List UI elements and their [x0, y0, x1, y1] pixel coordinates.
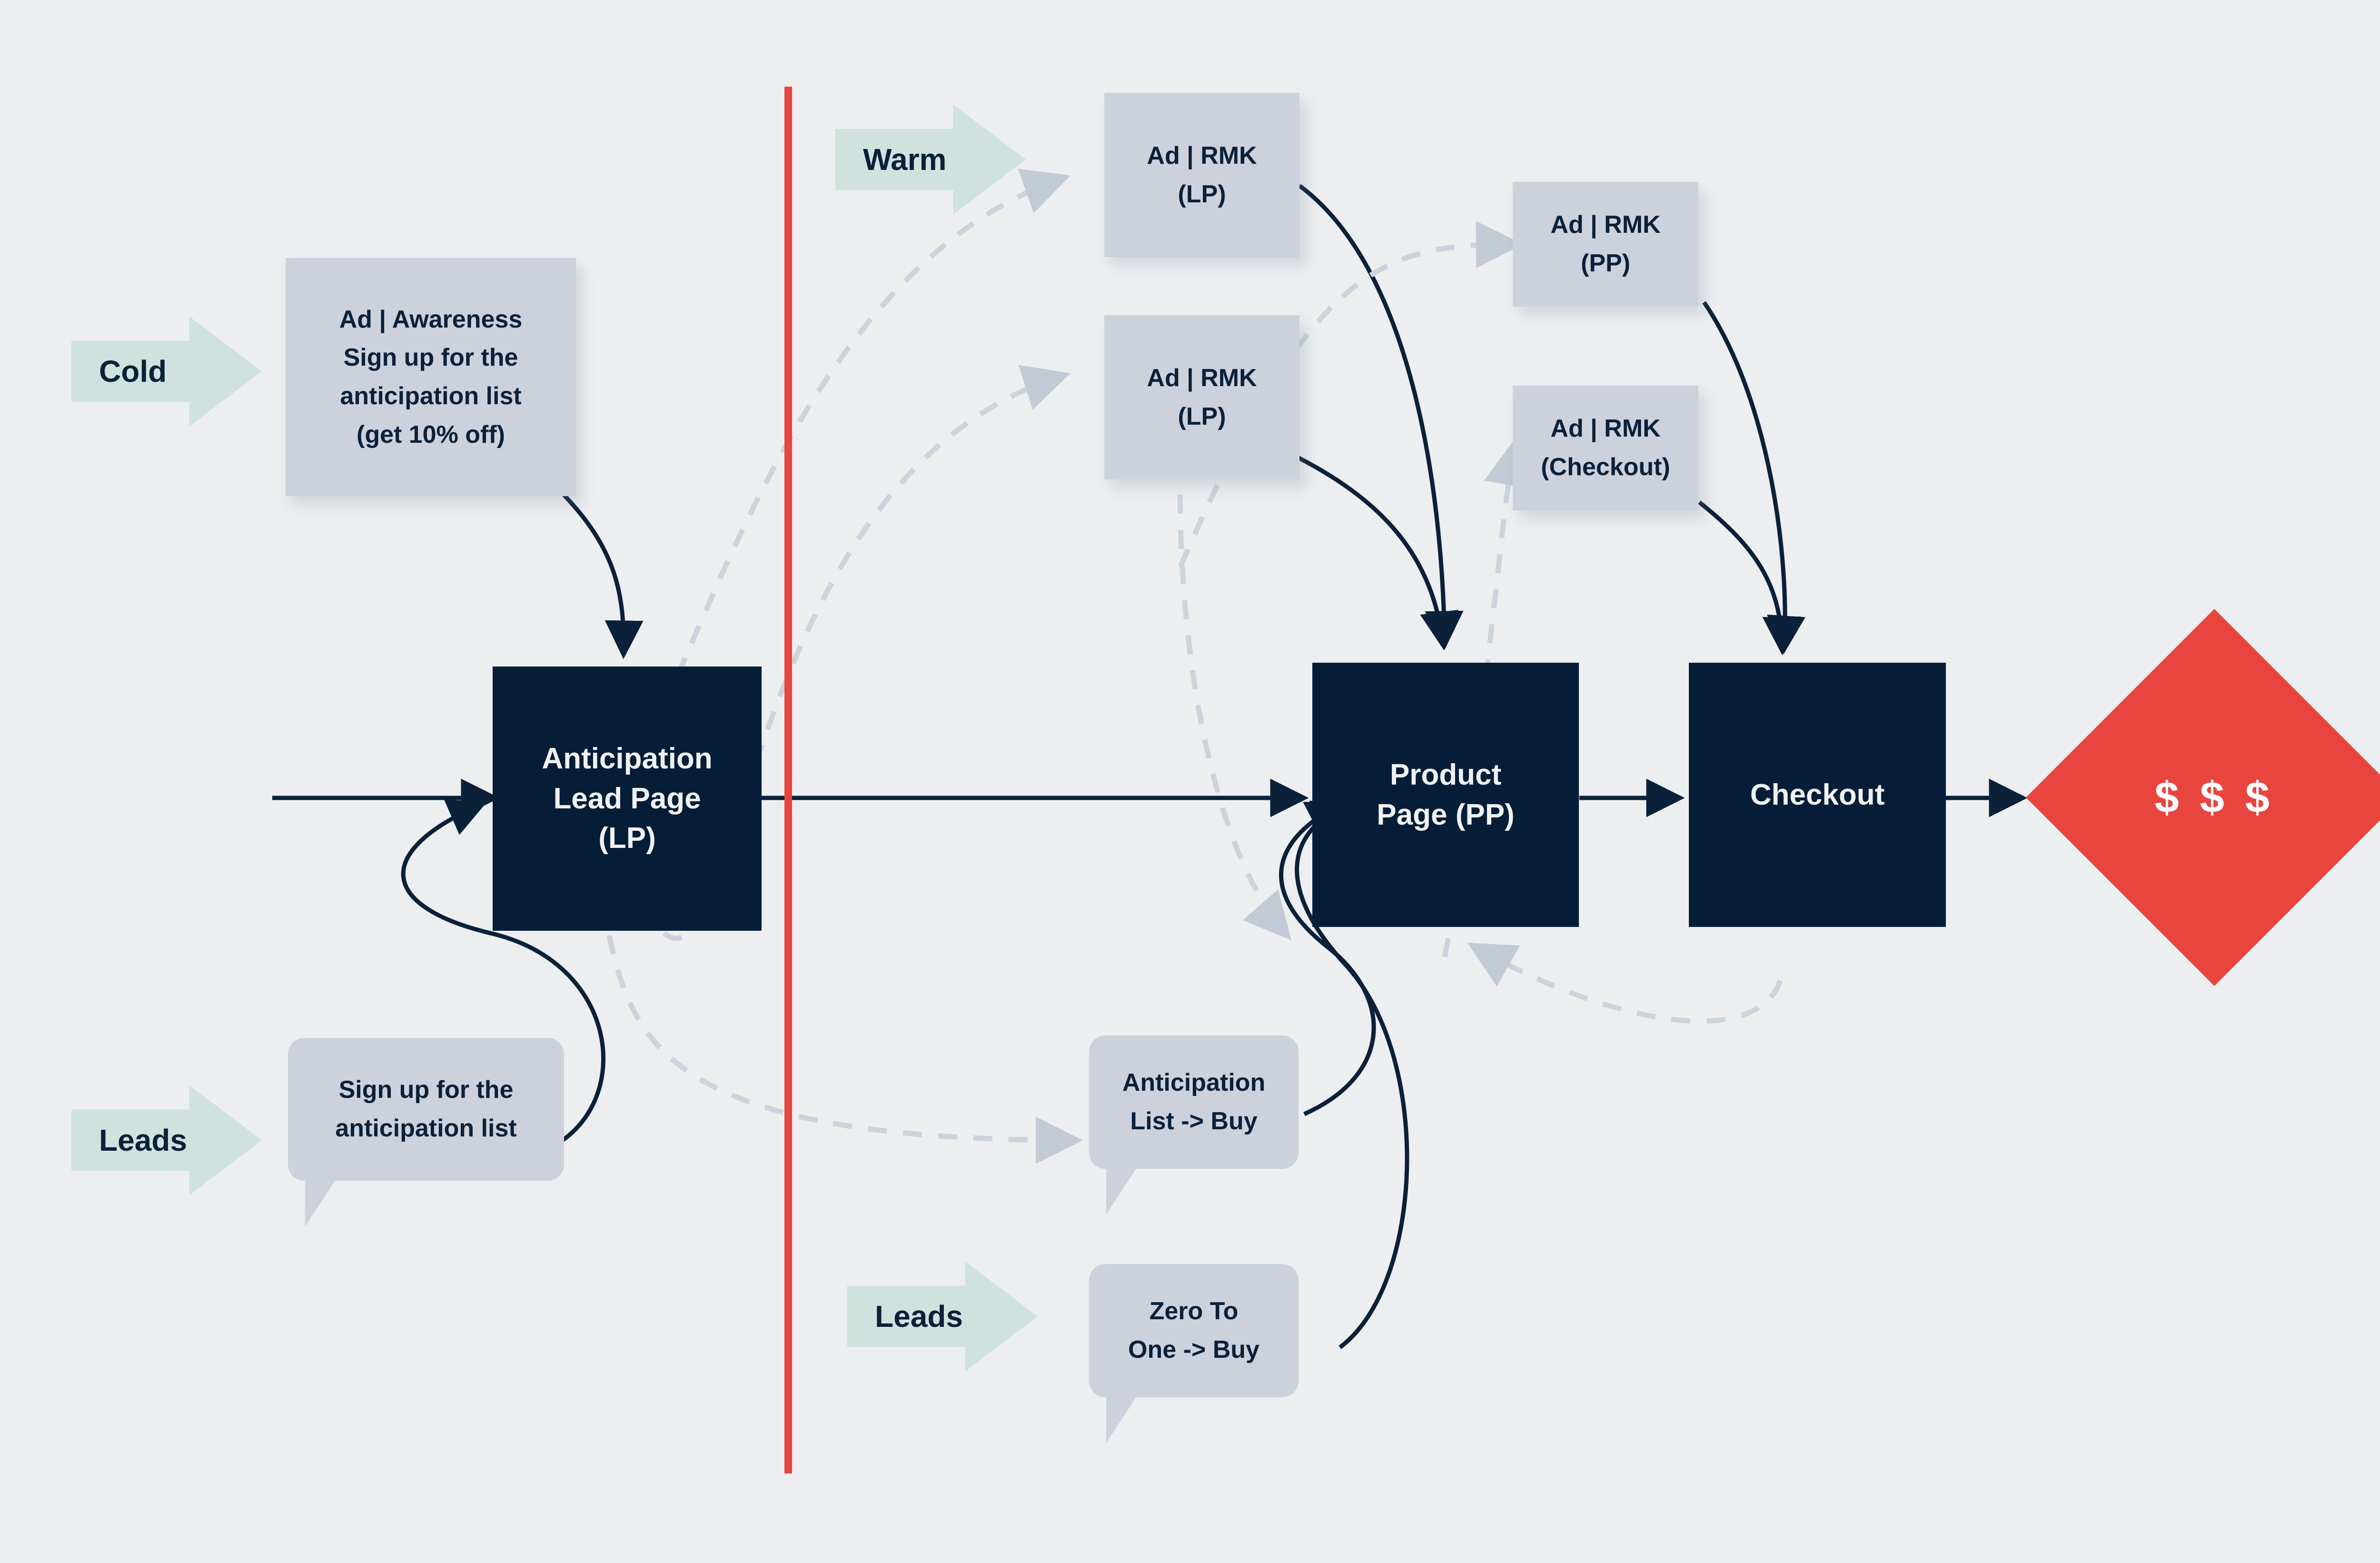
ad-card-rmk-pp-line-1: Ad | RMK: [1550, 211, 1661, 239]
bubble-signup-line-2: anticipation list: [335, 1115, 517, 1142]
money-diamond[interactable]: $ $ $: [2026, 609, 2380, 986]
bubble-anticipation-tail: [1106, 1168, 1137, 1215]
ad-card-awareness-line-3: anticipation list: [340, 382, 522, 410]
audience-arrow-leads-1[interactable]: Leads: [71, 1085, 262, 1195]
process-lp-line-1: Anticipation: [542, 742, 713, 775]
process-checkout[interactable]: Checkout: [1689, 663, 1946, 927]
audience-arrow-warm[interactable]: Warm: [835, 105, 1026, 214]
ad-card-rmk-pp[interactable]: Ad | RMK (PP): [1513, 182, 1698, 307]
stage-divider: [784, 87, 792, 1473]
process-pp-line-2: Page (PP): [1377, 798, 1515, 831]
process-checkout-line-1: Checkout: [1750, 778, 1885, 811]
bubble-zero-to-one[interactable]: Zero To One -> Buy: [1089, 1264, 1299, 1443]
process-lp-line-3: (LP): [598, 822, 656, 855]
ad-card-rmk-lp-2[interactable]: Ad | RMK (LP): [1104, 315, 1299, 479]
edge-rmk-checkout-to-checkout: [1698, 500, 1801, 656]
bubble-anticipation-line-2: List -> Buy: [1130, 1107, 1258, 1135]
ad-card-rmk-lp-2-line-1: Ad | RMK: [1147, 364, 1257, 392]
bubble-zero-to-one-line-2: One -> Buy: [1128, 1336, 1259, 1364]
ad-card-awareness-line-2: Sign up for the: [343, 344, 518, 372]
process-pp-line-1: Product: [1389, 758, 1502, 791]
edge-rmk-lp2-to-pp: [1296, 455, 1458, 651]
ad-card-awareness-line-4: (get 10% off): [357, 420, 505, 448]
money-diamond-label: $ $ $: [2154, 773, 2274, 822]
ad-card-rmk-checkout-line-2: (Checkout): [1541, 453, 1670, 481]
edge-rmk-pp-to-checkout: [1702, 301, 1805, 655]
edge-checkout-to-pp-loop: [1467, 943, 1783, 1024]
bubble-anticipation-list[interactable]: Anticipation List -> Buy: [1089, 1035, 1299, 1215]
bubble-signup[interactable]: Sign up for the anticipation list: [288, 1038, 564, 1226]
ad-card-rmk-lp-1-line-2: (LP): [1178, 180, 1226, 208]
bubble-signup-line-1: Sign up for the: [338, 1076, 514, 1104]
bubble-zero-to-one-line-1: Zero To: [1149, 1297, 1239, 1325]
bubble-signup-tail: [305, 1180, 336, 1226]
audience-arrow-cold[interactable]: Cold: [71, 317, 262, 426]
audience-arrow-leads-2-label: Leads: [875, 1299, 963, 1334]
ad-card-rmk-checkout-line-1: Ad | RMK: [1550, 415, 1661, 443]
ad-card-rmk-pp-line-2: (PP): [1581, 249, 1630, 277]
audience-arrow-cold-label: Cold: [99, 354, 167, 388]
edge-lp-to-anticipation-bubble: [606, 935, 1083, 1164]
bubble-anticipation-line-1: Anticipation: [1122, 1069, 1266, 1097]
edge-rmk-lp1-to-pp: [1298, 184, 1464, 650]
edge-rmk-lp2-dashed-down: [1177, 459, 1292, 940]
ad-card-rmk-lp-1-line-1: Ad | RMK: [1147, 141, 1257, 169]
edge-awareness-to-lp: [562, 493, 644, 659]
audience-arrow-leads-1-label: Leads: [99, 1123, 187, 1157]
process-lp-line-2: Lead Page: [553, 782, 701, 815]
ad-card-rmk-lp-2-line-2: (LP): [1178, 402, 1226, 430]
process-anticipation-lead-page[interactable]: Anticipation Lead Page (LP): [493, 667, 762, 931]
ad-card-rmk-checkout[interactable]: Ad | RMK (Checkout): [1513, 386, 1698, 510]
ad-card-rmk-lp-1[interactable]: Ad | RMK (LP): [1104, 93, 1299, 257]
audience-arrow-leads-2[interactable]: Leads: [847, 1262, 1038, 1371]
ad-card-awareness[interactable]: Ad | Awareness Sign up for the anticipat…: [286, 258, 576, 496]
audience-arrow-warm-label: Warm: [863, 142, 947, 177]
process-product-page[interactable]: Product Page (PP): [1312, 663, 1579, 927]
ad-card-awareness-line-1: Ad | Awareness: [339, 305, 523, 333]
bubble-zero-to-one-tail: [1106, 1396, 1137, 1443]
